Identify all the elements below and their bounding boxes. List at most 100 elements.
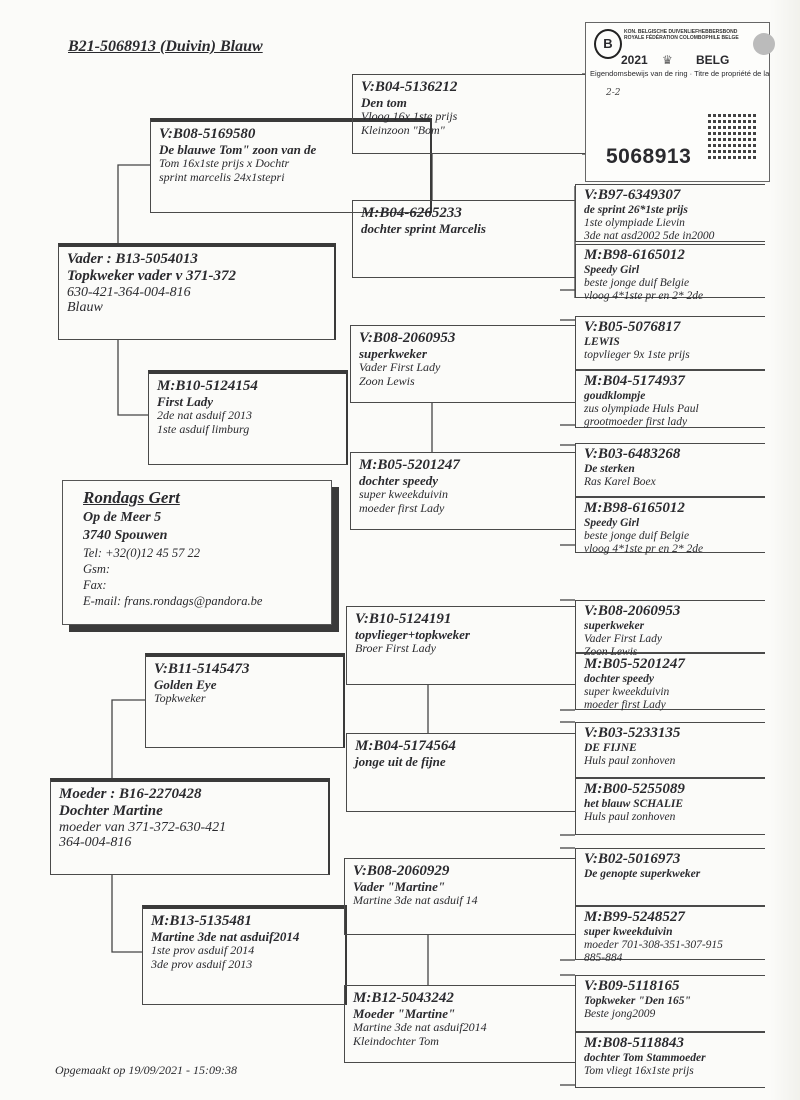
pigeon-name: topvlieger+topkweker <box>355 626 470 642</box>
pigeon-name: First Lady <box>157 393 213 409</box>
kbdb-logo-icon: B <box>594 29 622 59</box>
ring-number: V:B09-5118165 <box>584 978 680 994</box>
pigeon-name: Vader "Martine" <box>353 878 446 894</box>
ring-number: V:B11-5145473 <box>154 661 250 677</box>
pigeon-name: De genopte superkweker <box>584 867 701 880</box>
pigeon-note: super kweekduivin <box>584 685 670 698</box>
owner-street: Op de Meer 5 <box>83 509 162 525</box>
pigeon-note: 1ste prov asduif 2014 <box>151 943 255 958</box>
owner-gsm: Gsm: <box>83 561 111 576</box>
globe-icon <box>753 33 775 55</box>
pigeon-note: beste jonge duif Belgie <box>584 276 690 289</box>
owner-email: E-mail: frans.rondags@pandora.be <box>83 593 263 608</box>
pigeon-note: Blauw <box>67 300 103 316</box>
ring-number: M:B00-5255089 <box>584 781 685 797</box>
pigeon-note: Tom vliegt 16x1ste prijs <box>584 1064 694 1077</box>
pigeon-note: 364-004-816 <box>59 835 132 851</box>
pigeon-note: super kweekduivin <box>359 487 448 502</box>
handwritten-note: 2-2 <box>606 88 621 98</box>
pigeon-note: Tom 16x1ste prijs x Dochtr <box>159 156 290 171</box>
pigeon-note: Vader First Lady <box>359 360 441 375</box>
page-edge <box>770 0 800 1100</box>
pigeon-note: 630-421-364-004-816 <box>67 284 191 300</box>
pigeon-note: Huls paul zonhoven <box>584 754 676 767</box>
pigeon-note: 3de prov asduif 2013 <box>151 956 253 971</box>
pigeon-note: zus olympiade Huls Paul <box>584 402 699 415</box>
pigeon-name: dochter Tom Stammoeder <box>584 1051 706 1064</box>
ring-ownership-card: B KON. BELGISCHE DUIVENLIEFHEBBERSBOND R… <box>585 22 775 182</box>
pigeon-name: dochter speedy <box>359 472 439 488</box>
pigeon-note: grootmoeder first lady <box>584 415 688 428</box>
ring-number: V:B03-5233135 <box>584 725 681 741</box>
pigeon-name: super kweekduivin <box>584 925 673 938</box>
ring-number: V:B08-5169580 <box>159 126 256 142</box>
pigeon-name: Golden Eye <box>154 676 217 692</box>
pigeon-note: moeder first Lady <box>359 500 445 515</box>
pigeon-note: 885-884 <box>584 951 623 964</box>
org-name-fr: ROYALE FÉDÉRATION COLOMBOPHILE BELGE <box>624 35 739 42</box>
pigeon-note: Topkweker <box>154 691 206 706</box>
pigeon-name: superkweker <box>359 345 427 361</box>
ring-number: 5068913 <box>606 145 692 168</box>
pigeon-note: Kleindochter Tom <box>353 1033 439 1048</box>
pigeon-note: sprint marcelis 24x1stepri <box>159 169 285 184</box>
pigeon-name: Speedy Girl <box>584 516 640 529</box>
ring-number: M:B05-5201247 <box>359 457 460 473</box>
ring-number: V:B04-5136212 <box>361 79 458 95</box>
pigeon-note: 1ste asduif limburg <box>157 421 250 436</box>
pigeon-note: 1ste olympiade Lievin <box>584 216 685 229</box>
pigeon-note: beste jonge duif Belgie <box>584 529 690 542</box>
ring-number: M:B04-5174564 <box>355 738 456 754</box>
ring-number: M:B10-5124154 <box>157 378 258 394</box>
pigeon-name: de sprint 26*1ste prijs <box>584 203 688 216</box>
ring-number: Moeder : B16-2270428 <box>59 786 202 802</box>
ring-year: 2021 <box>621 53 648 67</box>
pigeon-name: jonge uit de fijne <box>355 753 446 769</box>
ring-property-text: Eigendomsbewijs van de ring · Titre de p… <box>590 69 770 78</box>
ring-number: M:B05-5201247 <box>584 656 685 672</box>
pigeon-name: dochter speedy <box>584 672 654 685</box>
ring-number: V:B10-5124191 <box>355 611 452 627</box>
pigeon-note: Martine 3de nat asduif2014 <box>353 1020 487 1035</box>
ring-number: M:B04-5174937 <box>584 373 685 389</box>
ring-number: M:B08-5118843 <box>584 1035 685 1051</box>
ring-number: V:B08-2060953 <box>359 330 456 346</box>
ring-number: M:B04-6265233 <box>361 205 462 221</box>
ring-number: V:B05-5076817 <box>584 319 681 335</box>
pigeon-name: Topkweker vader v 371-372 <box>67 267 236 284</box>
pigeon-note: Martine 3de nat asduif 14 <box>353 893 478 908</box>
pigeon-name: De sterken <box>584 462 635 475</box>
pigeon-note: Vader First Lady <box>584 632 662 645</box>
pigeon-note: Beste jong2009 <box>584 1007 656 1020</box>
owner-name: Rondags Gert <box>83 488 180 507</box>
pigeon-note: moeder first Lady <box>584 698 666 711</box>
pigeon-note: 3de nat asd2002 5de in2000 <box>584 229 715 242</box>
ring-number: M:B98-6165012 <box>584 500 685 516</box>
pigeon-name: Moeder "Martine" <box>353 1005 456 1021</box>
ring-card-org: KON. BELGISCHE DUIVENLIEFHEBBERSBOND ROY… <box>624 29 739 42</box>
pigeon-note: Ras Karel Boex <box>584 475 656 488</box>
pigeon-note: Huls paul zonhoven <box>584 810 676 823</box>
org-name-nl: KON. BELGISCHE DUIVENLIEFHEBBERSBOND <box>624 29 738 35</box>
ring-number: V:B08-2060953 <box>584 603 681 619</box>
